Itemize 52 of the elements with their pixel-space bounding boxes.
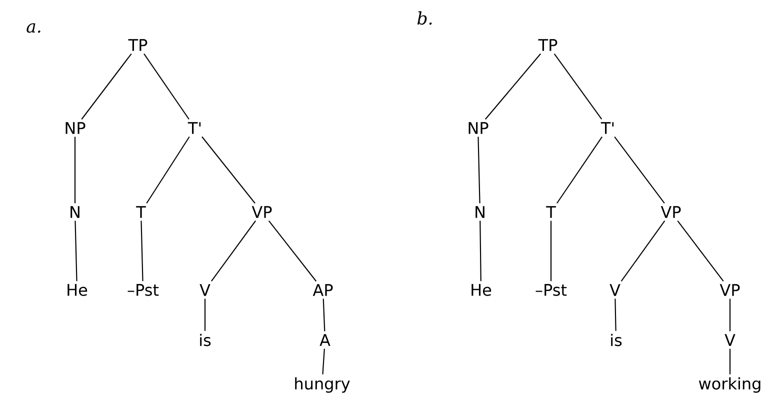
tree-branch: [204, 298, 206, 331]
category-label: N: [476, 206, 484, 218]
tree-branch: [480, 220, 482, 282]
category-label: V: [610, 284, 620, 296]
tree-branch: [550, 220, 552, 282]
category-label: NP: [66, 122, 86, 134]
word-label: He: [68, 284, 88, 296]
category-label: T: [136, 206, 146, 218]
panel-label: a.: [26, 23, 40, 33]
word-label: is: [611, 334, 622, 346]
tree-branch: [210, 220, 256, 282]
word-label: –Pst: [536, 284, 567, 296]
tree-branch: [268, 220, 317, 282]
category-label: A: [320, 334, 330, 346]
tree-branch: [620, 220, 666, 282]
tree-branch: [478, 136, 480, 204]
tree-branch: [729, 348, 731, 374]
word-label: hungry: [295, 377, 350, 393]
tree-branch: [322, 298, 326, 332]
tree-branch: [554, 53, 602, 120]
tree-branch: [74, 136, 76, 204]
category-label: AP: [312, 284, 333, 296]
word-label: working: [698, 377, 760, 393]
category-label: VP: [660, 206, 681, 218]
category-label: VP: [252, 206, 272, 218]
category-label: N: [70, 206, 80, 218]
tree-branch: [144, 53, 190, 120]
word-label: –Pst: [128, 284, 159, 296]
category-label: TP: [538, 39, 558, 51]
category-label: VP: [720, 284, 740, 296]
tree-branch: [74, 220, 78, 282]
category-label: NP: [468, 122, 488, 134]
tree-branch: [484, 53, 542, 120]
tree-branch: [556, 136, 602, 204]
tree-branch: [614, 136, 665, 204]
category-label: V: [724, 334, 736, 346]
word-label: He: [472, 284, 492, 296]
category-label: T: [546, 206, 556, 218]
category-label: T': [600, 122, 614, 134]
panel-label: b.: [417, 11, 432, 25]
tree-branch: [614, 298, 616, 331]
tree-branch: [729, 298, 731, 332]
tree-branch: [146, 136, 190, 204]
tree-branch: [81, 53, 132, 120]
word-label: is: [200, 334, 211, 346]
category-label: T': [188, 122, 201, 134]
category-label: TP: [128, 39, 148, 51]
tree-branch: [322, 348, 325, 374]
category-label: V: [200, 284, 210, 296]
tree-branch: [677, 220, 724, 282]
tree-branch: [202, 136, 256, 204]
tree-branch: [140, 220, 144, 282]
